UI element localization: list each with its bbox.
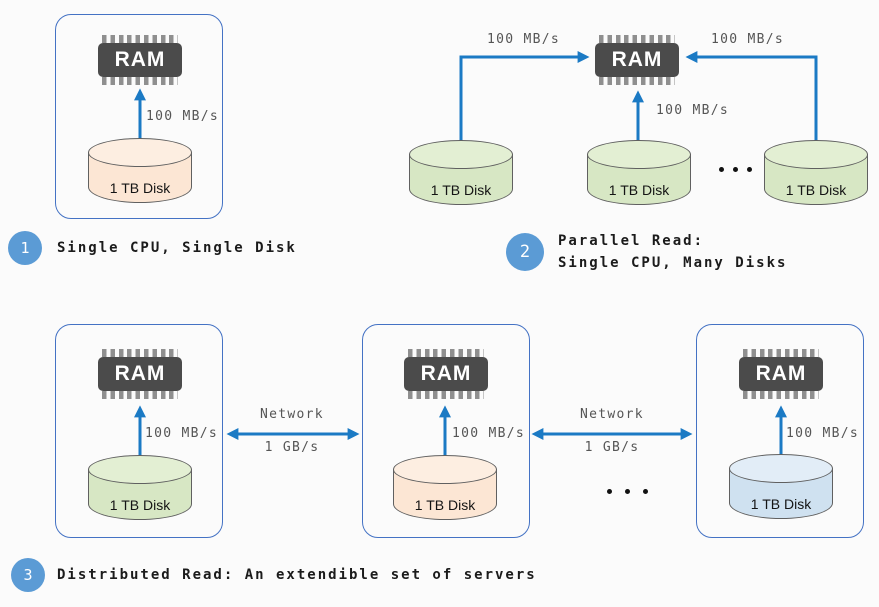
- caption-2-line1: Parallel Read:: [558, 233, 705, 249]
- disk-top: [409, 140, 513, 169]
- disk-label: 1 TB Disk: [608, 182, 670, 198]
- ellipsis-dots-2: [719, 167, 752, 172]
- disk-cylinder-3a: 1 TB Disk: [88, 455, 192, 520]
- disk-top: [729, 454, 833, 483]
- chip-pins-icon: [408, 349, 484, 357]
- server-box-3c: [696, 324, 864, 538]
- disk-cylinder-2c: 1 TB Disk: [764, 140, 868, 205]
- network-rate-1: 1 GB/s: [264, 440, 320, 455]
- chip-pins-icon: [743, 391, 819, 399]
- server-box-1: [55, 14, 223, 219]
- rate-label-2-left: 100 MB/s: [487, 32, 561, 47]
- caption-2-line2: Single CPU, Many Disks: [558, 254, 788, 271]
- disk-label: 1 TB Disk: [109, 497, 171, 513]
- server-box-3b: [362, 324, 530, 538]
- chip-pins-icon: [102, 35, 178, 43]
- server-box-3a: [55, 324, 223, 538]
- disk-top: [88, 455, 192, 484]
- chip-pins-icon: [599, 35, 675, 43]
- caption-1: Single CPU, Single Disk: [57, 240, 297, 256]
- disk-cylinder-1: 1 TB Disk: [88, 138, 192, 203]
- disk-to-ram-arrow-2-left: [459, 51, 590, 143]
- disk-top: [587, 140, 691, 169]
- badge-2: 2: [506, 233, 544, 271]
- disk-cylinder-2b: 1 TB Disk: [587, 140, 691, 205]
- chip-pins-icon: [599, 77, 675, 85]
- chip-pins-icon: [102, 391, 178, 399]
- ram-chip-3b: RAM: [404, 349, 488, 399]
- ram-chip-body: RAM: [98, 43, 182, 77]
- rate-label-3c: 100 MB/s: [786, 426, 860, 441]
- ram-chip-2: RAM: [595, 35, 679, 85]
- disk-cylinder-3c: 1 TB Disk: [729, 454, 833, 519]
- dot-icon: [625, 489, 630, 494]
- disk-top: [393, 455, 497, 484]
- badge-1: 1: [8, 231, 42, 265]
- disk-cylinder-3b: 1 TB Disk: [393, 455, 497, 520]
- dot-icon: [747, 167, 752, 172]
- disk-label: 1 TB Disk: [430, 182, 492, 198]
- dot-icon: [607, 489, 612, 494]
- ellipsis-dots-3: [607, 489, 648, 494]
- disk-label: 1 TB Disk: [785, 182, 847, 198]
- ram-chip-body: RAM: [595, 43, 679, 77]
- disk-top: [88, 138, 192, 167]
- dot-icon: [733, 167, 738, 172]
- network-label-2: Network: [580, 407, 644, 422]
- rate-label-2-middle: 100 MB/s: [656, 103, 730, 118]
- rate-label-2-right: 100 MB/s: [711, 32, 785, 47]
- ram-label: RAM: [114, 362, 166, 385]
- disk-top: [764, 140, 868, 169]
- badge-3: 3: [11, 558, 45, 592]
- ram-label: RAM: [420, 362, 472, 385]
- disk-label: 1 TB Disk: [750, 496, 812, 512]
- ram-label: RAM: [114, 48, 166, 71]
- ram-chip-body: RAM: [739, 357, 823, 391]
- ram-label: RAM: [755, 362, 807, 385]
- rate-label-3a: 100 MB/s: [145, 426, 219, 441]
- dot-icon: [719, 167, 724, 172]
- chip-pins-icon: [743, 349, 819, 357]
- rate-label-3b: 100 MB/s: [452, 426, 526, 441]
- ram-chip-body: RAM: [404, 357, 488, 391]
- chip-pins-icon: [408, 391, 484, 399]
- ram-chip-1: RAM: [98, 35, 182, 85]
- dot-icon: [643, 489, 648, 494]
- caption-3: Distributed Read: An extendible set of s…: [57, 567, 537, 583]
- ram-label: RAM: [611, 48, 663, 71]
- network-label-1: Network: [260, 407, 324, 422]
- caption-2: Parallel Read: Single CPU, Many Disks: [558, 231, 787, 274]
- disk-label: 1 TB Disk: [414, 497, 476, 513]
- ram-chip-body: RAM: [98, 357, 182, 391]
- ram-chip-3a: RAM: [98, 349, 182, 399]
- disk-to-ram-arrow-2-right: [685, 51, 818, 143]
- network-rate-2: 1 GB/s: [584, 440, 640, 455]
- chip-pins-icon: [102, 349, 178, 357]
- ram-chip-3c: RAM: [739, 349, 823, 399]
- rate-label-1: 100 MB/s: [146, 109, 220, 124]
- disk-label: 1 TB Disk: [109, 180, 171, 196]
- disk-cylinder-2a: 1 TB Disk: [409, 140, 513, 205]
- chip-pins-icon: [102, 77, 178, 85]
